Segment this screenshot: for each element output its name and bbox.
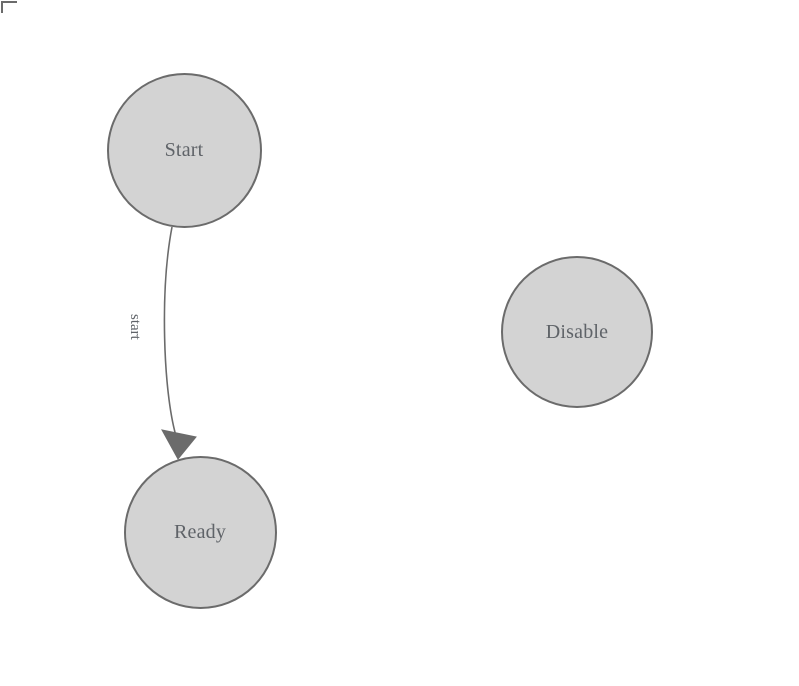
state-node-disable[interactable]: Disable — [501, 256, 653, 408]
state-node-start[interactable]: Start — [106, 72, 262, 228]
corner-bracket-icon — [1, 1, 17, 13]
arrowhead-icon — [161, 429, 197, 460]
state-node-ready[interactable]: Ready — [123, 455, 277, 609]
state-node-label: Start — [164, 139, 204, 161]
state-node-label: Disable — [545, 321, 609, 343]
edge-label-start: start — [127, 314, 143, 340]
state-node-label: Ready — [173, 521, 227, 543]
edge-start-to-ready — [163, 226, 177, 437]
